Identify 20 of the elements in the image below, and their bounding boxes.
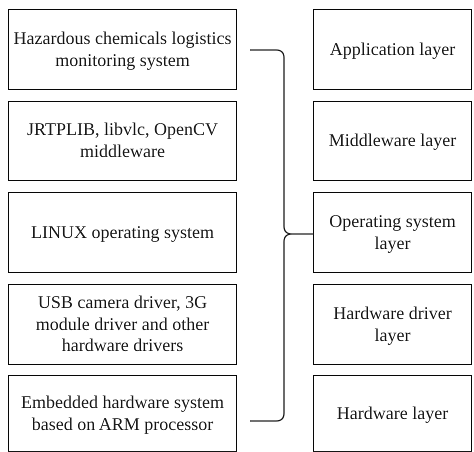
component-box <box>8 101 237 181</box>
layer-box <box>313 284 472 365</box>
box-text: Application layer <box>330 38 456 60</box>
box-text: USB camera driver, 3G module driver and other hardware drivers <box>34 292 210 357</box>
box-text: LINUX operating system <box>31 222 214 244</box>
box-text: Hardware layer <box>336 402 448 424</box>
box-text: Hardware driver layer <box>332 302 453 346</box>
layer-box <box>313 9 472 90</box>
component-box <box>8 9 237 90</box>
component-box <box>8 192 237 273</box>
box-text: Operating system layer <box>328 210 457 254</box>
box-text: Hazardous chemicals logistics monitoring system <box>12 28 232 72</box>
component-box <box>8 375 237 452</box>
layer-box <box>313 192 472 273</box>
layer-box <box>313 101 472 181</box>
box-text: Middleware layer <box>328 130 456 152</box>
box-text: JRTPLIB, libvlc, OpenCV middleware <box>26 119 219 163</box>
box-text: Embedded hardware system based on ARM processor <box>20 392 225 436</box>
component-box <box>8 284 237 365</box>
layer-box <box>313 375 472 452</box>
